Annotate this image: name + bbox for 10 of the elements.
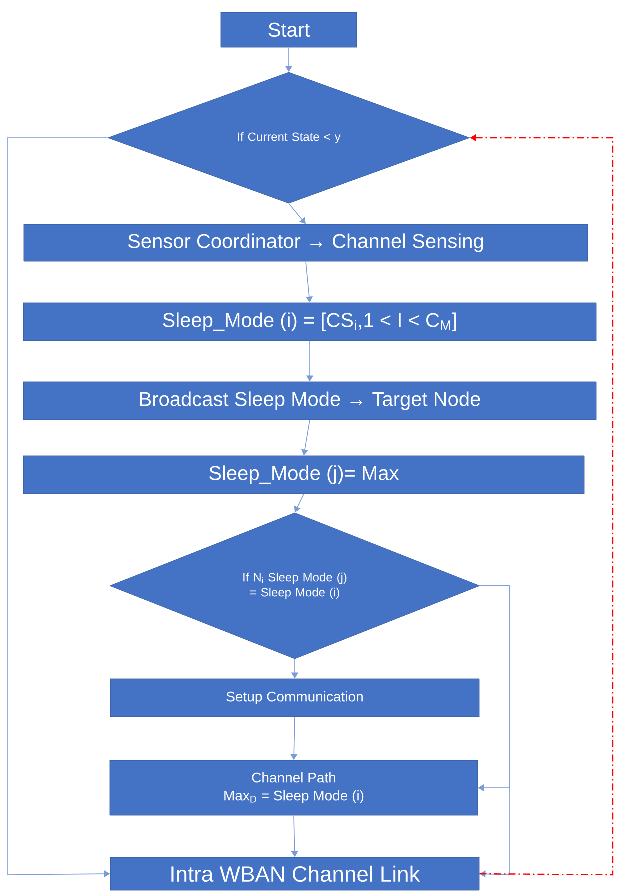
- process-box: Sleep_Mode (j)= Max: [23, 456, 585, 494]
- process-box: Broadcast Sleep Mode → Target Node: [23, 382, 597, 420]
- process-box: Setup Communication: [110, 678, 480, 718]
- process-box: Sleep_Mode (i) = [CS$_{i}$,1 < I < C$_{M}$]: [23, 302, 597, 342]
- arrow: [480, 586, 510, 878]
- process-box: Start: [220, 12, 358, 48]
- arrow: [288, 203, 306, 224]
- process-box: Channel Path Max$_{D}$ = Sleep Mode (i): [110, 760, 478, 816]
- process-box: Intra WBAN Channel Link: [110, 857, 480, 891]
- process-box: Sensor Coordinator → Channel Sensing: [24, 224, 588, 262]
